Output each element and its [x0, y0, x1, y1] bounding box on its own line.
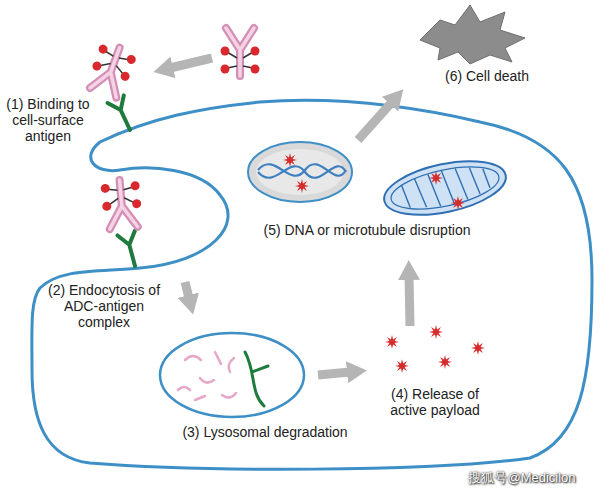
cell-membrane [32, 100, 592, 469]
payload [438, 355, 452, 369]
antigen-fragment [245, 352, 268, 406]
step-label: (1) Binding to cell-surface antigen [2, 96, 94, 144]
payload [283, 153, 297, 167]
payload [395, 359, 409, 373]
process-arrows [170, 58, 410, 375]
payload [471, 341, 485, 355]
step-label: (6) Cell death [432, 68, 542, 84]
antigen [118, 231, 144, 269]
step-label: (4) Release of active payload [372, 386, 498, 418]
payload [451, 196, 465, 210]
step-label: (5) DNA or microtubule disruption [232, 222, 502, 238]
dead-cell [420, 5, 525, 64]
payload [385, 335, 399, 349]
step-label: (2) Endocytosis of ADC-antigen complex [40, 282, 168, 330]
process-arrow [358, 102, 392, 140]
process-arrow [170, 58, 212, 68]
payload [295, 179, 309, 193]
process-arrow [185, 282, 189, 298]
bound-adc [85, 41, 138, 99]
mitochondrion [379, 152, 510, 225]
payload [429, 325, 443, 339]
nucleus [248, 142, 352, 202]
watermark: 搜狐号@Medicilon [448, 471, 596, 486]
antigen [107, 95, 138, 133]
internalized-adc [100, 178, 143, 229]
process-arrow [409, 277, 410, 326]
lysosome [160, 333, 304, 417]
free-adc [221, 28, 260, 76]
process-arrow [318, 372, 350, 375]
dna-helix [258, 164, 346, 178]
step-label: (3) Lysosomal degradation [160, 424, 370, 440]
antibody-fragments [178, 352, 236, 400]
payload [429, 171, 443, 185]
